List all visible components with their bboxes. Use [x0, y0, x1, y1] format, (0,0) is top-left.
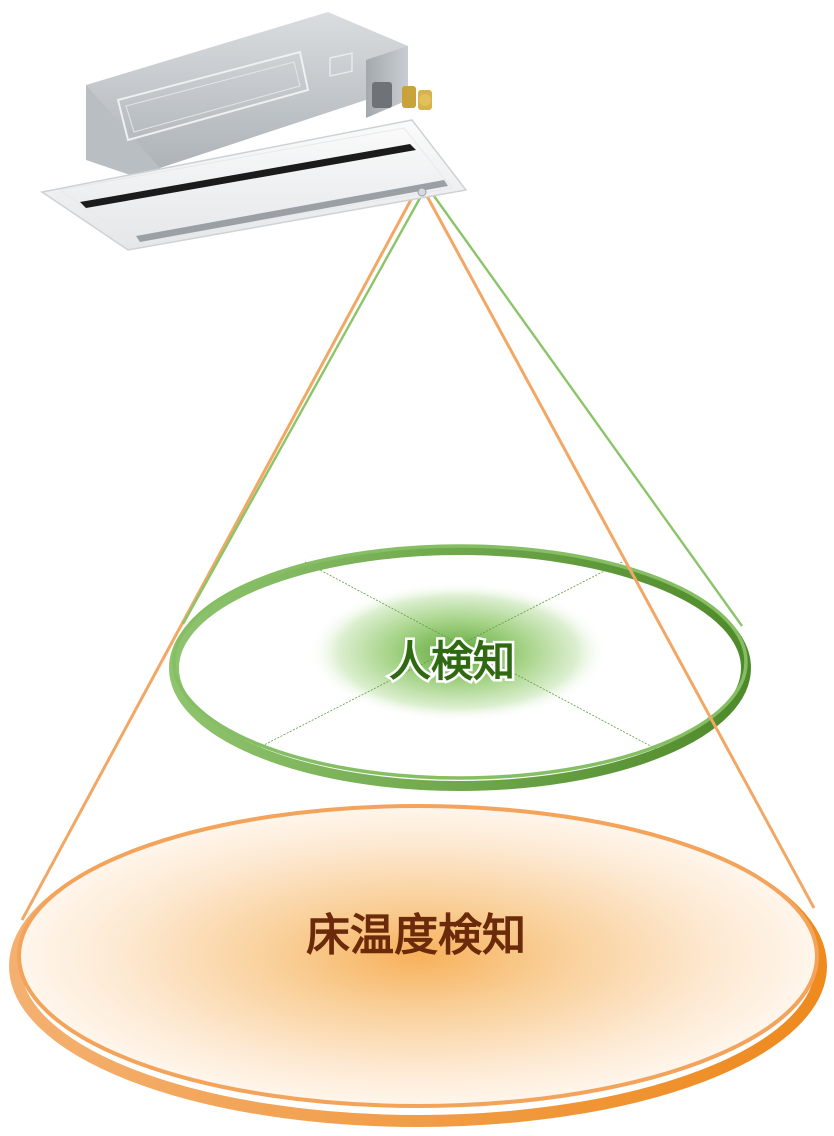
floor-zone-area — [19, 806, 817, 1106]
human-beam-right — [433, 195, 743, 627]
human-zone-crossline — [304, 561, 659, 751]
floor-temperature-detection-label: 床温度検知 — [306, 910, 526, 961]
floor-detection-zone — [9, 804, 827, 1127]
ceiling-cassette-air-conditioner-icon — [40, 12, 468, 251]
human-detection-label: 人検知 — [389, 637, 515, 686]
floor-beam-right — [425, 195, 816, 909]
human-detection-zone — [169, 544, 751, 791]
human-zone-ring — [172, 544, 748, 780]
floor-zone-ring — [17, 804, 819, 1108]
human-beam-left — [181, 197, 422, 625]
human-zone-crossline — [257, 561, 623, 749]
human-zone-glow — [308, 582, 608, 722]
detection-beams — [20, 195, 816, 921]
floor-beam-left — [20, 195, 415, 921]
